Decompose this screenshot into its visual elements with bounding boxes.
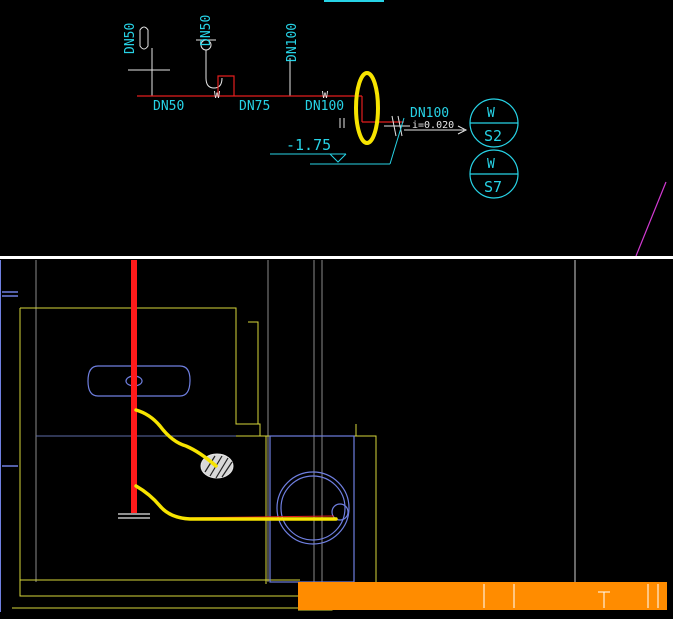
elevation-leader	[270, 117, 405, 165]
label-dn50-pipe: DN50	[153, 99, 184, 114]
riser-label-s7: S7	[484, 178, 502, 196]
riser-label-top-2: W	[487, 157, 495, 172]
orange-band	[298, 582, 667, 610]
riser-base	[118, 513, 150, 519]
magenta-guide-line	[635, 181, 667, 257]
label-dn75-pipe: DN75	[239, 99, 270, 114]
label-w-mark-2: W	[322, 90, 329, 101]
label-dn100-outlet: DN100	[410, 106, 449, 121]
fixture-left	[128, 26, 170, 96]
grid-lines	[35, 260, 576, 582]
riser-highlight	[131, 260, 137, 513]
riser-label-s2: S2	[484, 127, 502, 145]
branch-highlights	[134, 408, 338, 521]
riser-label-top-1: W	[487, 106, 495, 121]
drainage-schematic: DN50 DN50 DN100 DN50 DN75 DN100 DN100 W …	[123, 0, 667, 257]
label-slope: i=0.020	[412, 120, 454, 131]
left-edge-marks	[2, 291, 18, 467]
highlight-ellipse	[354, 71, 380, 145]
main-drain-pipe	[137, 75, 404, 123]
fixture-middle	[196, 39, 223, 89]
view-divider	[0, 256, 673, 259]
wall-outlines	[12, 307, 377, 611]
label-dn100-pipe: DN100	[305, 99, 344, 114]
riser-symbol-s7	[469, 149, 519, 199]
label-dn50-vertical-left: DN50	[123, 23, 138, 54]
label-dn50-vertical-middle: DN50	[199, 15, 214, 46]
label-dn100-vertical: DN100	[285, 23, 300, 62]
label-elevation: -1.75	[286, 136, 331, 154]
outlet-arrow	[339, 115, 468, 137]
riser-symbol-s2	[469, 98, 519, 148]
orange-band-marks	[483, 584, 659, 608]
label-w-mark-1: W	[214, 90, 221, 101]
floor-plan	[0, 260, 667, 612]
